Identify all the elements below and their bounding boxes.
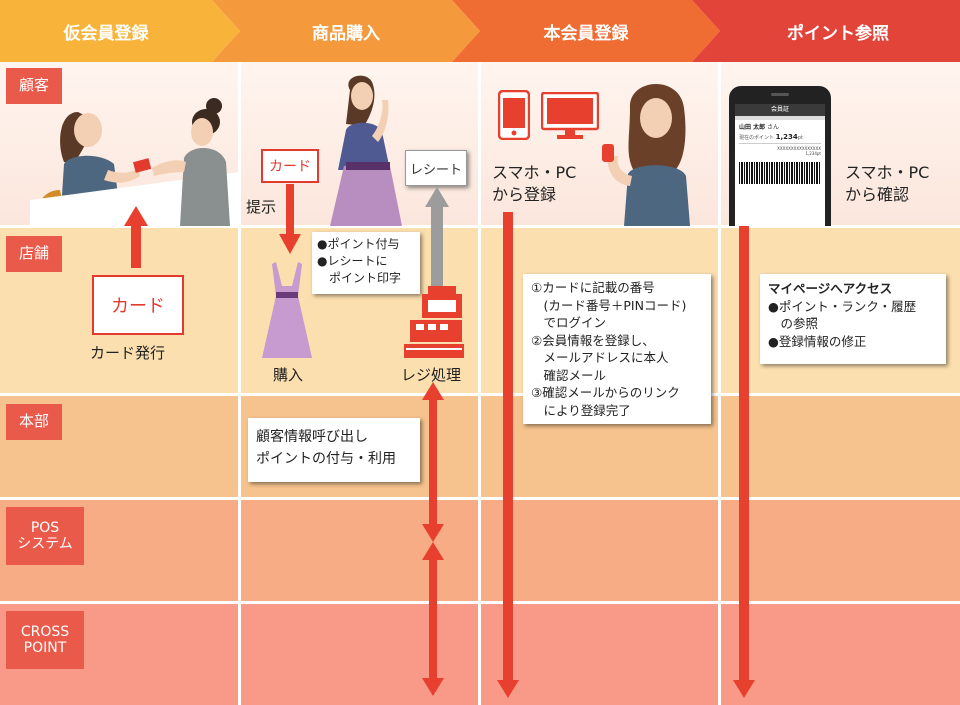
phone-points-value: 1,234: [775, 133, 798, 141]
caption-line: スマホ・PC: [492, 163, 577, 182]
mypage-item: ●ポイント・ランク・履歴: [768, 298, 917, 314]
present-caption: 提示: [246, 198, 277, 216]
mypage-item: ●登録情報の修正: [768, 333, 867, 349]
row-label-pos: POS システム: [6, 507, 84, 565]
registration-steps-box: ①カードに記載の番号 (カード番号＋PINコード) でログイン ②会員情報を登録…: [523, 274, 711, 424]
row-label-store: 店舗: [6, 236, 62, 272]
step-4-chevron: [692, 0, 960, 62]
phone-nav-bar: [735, 116, 825, 120]
hq-info-line: 顧客情報呼び出し: [256, 429, 368, 445]
purchase-caption: 購入: [273, 366, 304, 384]
card-up-arrow-shaft: [131, 224, 141, 268]
step-1-label: 仮会員登録: [63, 23, 149, 44]
step-1-chevron: [0, 0, 240, 62]
registration-step-line: ③確認メールからのリンク: [531, 385, 680, 400]
registration-step-line: でログイン: [531, 315, 607, 330]
register-online-caption: スマホ・PC から登録: [492, 162, 576, 206]
phone-barcode: [739, 162, 821, 184]
receipt-box: レシート: [405, 150, 467, 186]
registering-woman-illustration: [602, 83, 690, 226]
register-flow-arrow-shaft: [503, 212, 513, 682]
caption-line: から確認: [845, 185, 910, 204]
mypage-item: の参照: [768, 316, 819, 331]
pc-monitor-icon: [541, 92, 599, 139]
registration-step-line: 確認メール: [531, 367, 607, 383]
hq-info-box: 顧客情報呼び出し ポイントの付与・利用: [248, 418, 420, 482]
step-3-chevron: [452, 0, 720, 62]
step-3-label: 本会員登録: [543, 23, 629, 44]
step-2-label: 商品購入: [312, 23, 380, 44]
registration-step-line: により登録完了: [531, 402, 631, 418]
card-issue-caption: カード発行: [90, 344, 166, 362]
shopper-illustration: [330, 75, 402, 226]
cash-register-icon: [404, 286, 464, 358]
registration-step-line: メールアドレスに本人: [531, 350, 669, 365]
registration-step-line: ①カードに記載の番号: [531, 280, 655, 295]
hq-info-line: ポイントの付与・利用: [256, 451, 396, 467]
receipt-label: レシート: [409, 162, 462, 178]
pos-notes-box: ●ポイント付与 ●レシートに ポイント印字: [312, 232, 420, 294]
card-tag: カード: [261, 149, 319, 183]
card-issue-box-label: カード: [111, 296, 165, 317]
phone-card-number: XXXXXXXXXXXXXXXX: [777, 146, 821, 151]
row-label-hq: 本部: [6, 404, 62, 440]
receipt-up-arrow-head: [425, 187, 449, 207]
caption-line: から登録: [492, 185, 557, 204]
card-up-arrow-head: [124, 206, 148, 226]
register-caption: レジ処理: [401, 366, 462, 384]
register-hq-double-arrow: [422, 382, 444, 542]
present-down-arrow-shaft: [286, 184, 294, 236]
phone-screen-header: 会員証: [735, 104, 825, 116]
mypage-title: マイページへアクセス: [768, 281, 893, 296]
phone-points-small: 1,234pt: [805, 151, 821, 156]
receipt-up-arrow-shaft: [431, 206, 443, 286]
phone-member-name: 山田 太郎: [739, 124, 766, 131]
card-tag-label: カード: [269, 159, 311, 175]
pos-note-line: ●ポイント付与: [317, 237, 400, 251]
card-issue-box: カード: [92, 275, 184, 335]
phone-points-label: 現在のポイント: [739, 135, 775, 141]
pos-note-line: ●レシートに: [317, 254, 388, 268]
row-label-crosspoint: CROSS POINT: [6, 611, 84, 669]
step-header: [0, 0, 960, 62]
registration-step-line: (カード番号＋PINコード): [531, 297, 687, 313]
smartphone-icon: [498, 90, 530, 140]
card-handover-illustration: [30, 98, 240, 226]
present-down-arrow-head: [279, 234, 301, 254]
step-4-label: ポイント参照: [787, 23, 889, 44]
register-flow-arrow-head: [497, 680, 519, 698]
member-card-phone: 会員証 山田 太郎 さん 現在のポイント 1,234pt XXXXXXXXXXX…: [729, 86, 831, 226]
phone-member-suffix: さん: [767, 124, 780, 131]
check-online-caption: スマホ・PC から確認: [845, 162, 929, 206]
phone-screen: 会員証 山田 太郎 さん 現在のポイント 1,234pt XXXXXXXXXXX…: [735, 104, 825, 226]
caption-line: スマホ・PC: [845, 163, 930, 182]
column-divider: [718, 62, 721, 705]
phone-points-unit: pt: [797, 135, 803, 141]
step-2-chevron: [212, 0, 480, 62]
column-divider: [238, 62, 241, 705]
phone-divider: [739, 143, 821, 144]
check-flow-arrow-head: [733, 680, 755, 698]
pos-crosspoint-double-arrow: [422, 542, 444, 696]
mypage-box: マイページへアクセス ●ポイント・ランク・履歴 の参照 ●登録情報の修正: [760, 274, 946, 364]
column-divider: [478, 62, 481, 705]
dress-illustration: [262, 262, 312, 358]
check-flow-arrow-shaft: [739, 226, 749, 682]
pos-note-line: ポイント印字: [317, 271, 402, 285]
row-label-customer: 顧客: [6, 68, 62, 104]
registration-step-line: ②会員情報を登録し、: [531, 332, 655, 348]
phone-speaker: [771, 93, 789, 96]
